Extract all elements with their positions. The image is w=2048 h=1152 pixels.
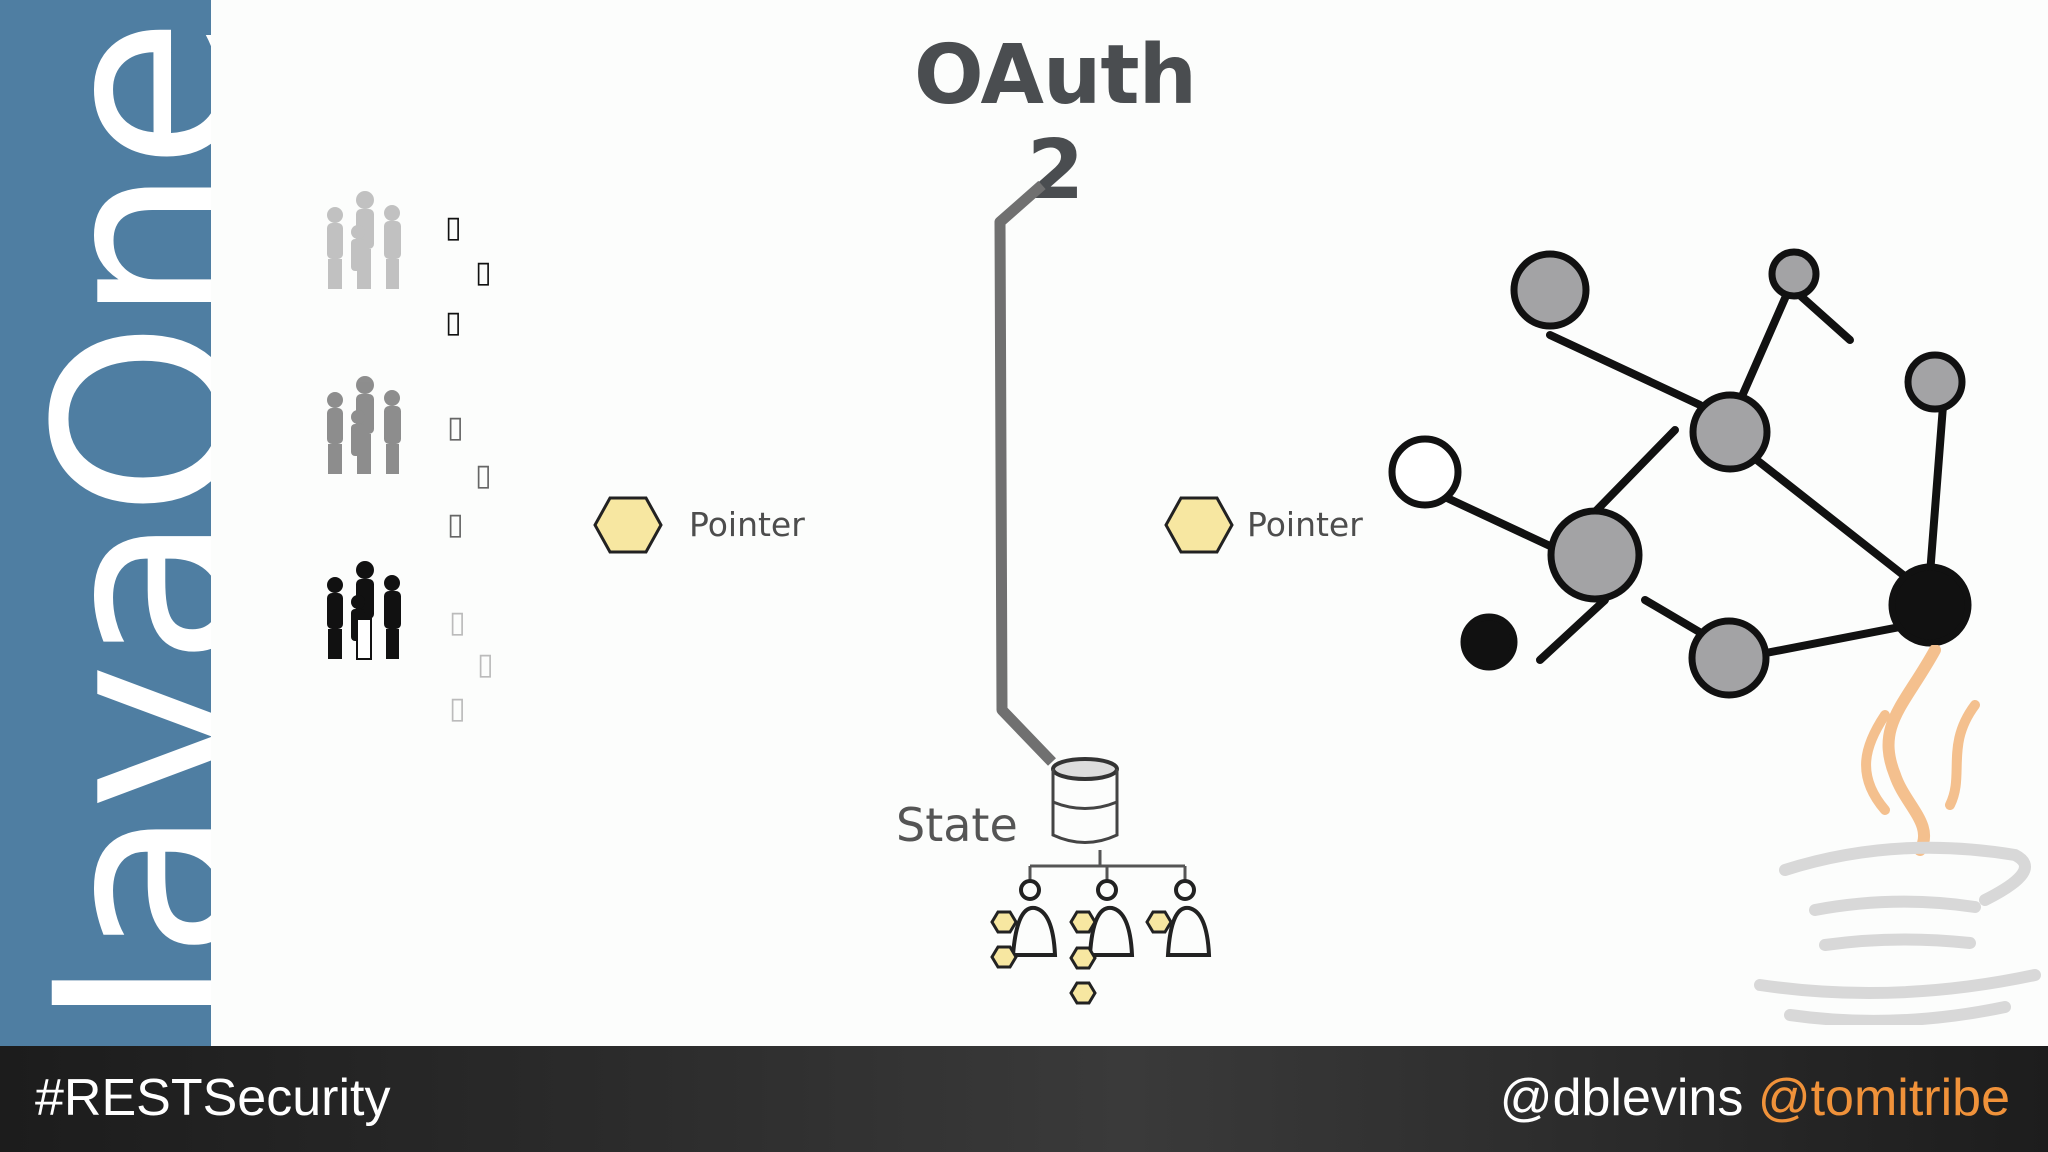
- family-illustrations: [300, 180, 430, 740]
- user-tree-icon: [985, 850, 1215, 1010]
- pointer-token-hexagon: [593, 495, 663, 555]
- footer-handles: @dblevins @tomitribe: [1500, 1068, 2010, 1128]
- glyph-box: ▯: [477, 647, 494, 682]
- glyph-box: ▯: [449, 691, 466, 726]
- glyph-box: ▯: [475, 255, 492, 290]
- family-icon-light: [327, 191, 401, 289]
- glyph-box: ▯: [447, 507, 464, 542]
- family-icon-medium: [327, 376, 401, 474]
- glyph-box: ▯: [445, 305, 462, 340]
- glyph-box: ▯: [445, 210, 462, 245]
- java-logo: [1745, 645, 2045, 1025]
- state-label: State: [896, 798, 1018, 852]
- sidebar-band: JavaOne: [0, 0, 211, 1046]
- glyph-box: ▯: [475, 458, 492, 493]
- footer-handle-dblevins: @dblevins: [1500, 1069, 1744, 1127]
- glyph-box: ▯: [449, 605, 466, 640]
- footer-hashtag: #RESTSecurity: [35, 1068, 390, 1128]
- family-icon-dark: [327, 561, 401, 659]
- pointer-token-hexagon: [1164, 495, 1234, 555]
- state-database-icon: [1050, 755, 1120, 850]
- divider-bracket: [980, 180, 1060, 770]
- footer-handle-tomitribe: @tomitribe: [1758, 1069, 2010, 1127]
- glyph-box: ▯: [447, 410, 464, 445]
- network-graph: [1380, 240, 1980, 710]
- sidebar-brand-text: JavaOne: [23, 20, 211, 1029]
- pointer-label: Pointer: [689, 505, 805, 544]
- pointer-label: Pointer: [1247, 505, 1363, 544]
